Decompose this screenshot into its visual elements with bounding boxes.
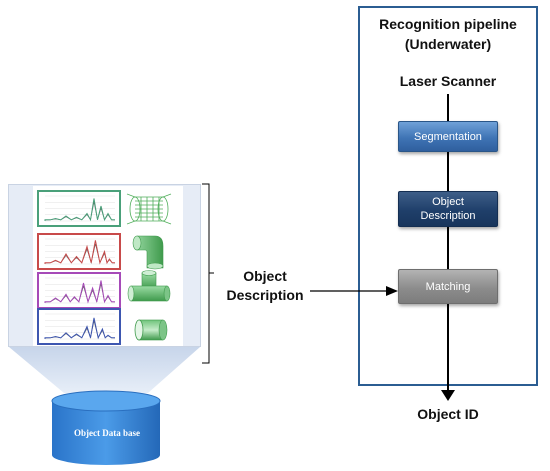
descriptor-signature-4 (37, 308, 121, 345)
bracket-icon (202, 183, 214, 364)
straight-pipe-icon (134, 319, 168, 341)
database-cylinder-icon (51, 390, 161, 465)
signature-curve (44, 198, 115, 222)
database-label: Object Data base (74, 428, 140, 438)
laser-scanner-label: Laser Scanner (399, 73, 497, 89)
arrow-right-icon (310, 286, 398, 296)
pipeline-title-line2: (Underwater) (404, 36, 492, 52)
pipe-grid-icon (126, 193, 172, 225)
stage-object-description: Object Description (398, 191, 498, 227)
pipeline-title: Recognition pipeline (Underwater) (358, 14, 538, 54)
tee-pipe-icon (127, 270, 171, 302)
connector-matching-output (447, 304, 449, 394)
object-description-line2: Description (226, 287, 304, 303)
descriptor-signature-1 (37, 190, 121, 227)
stage-description-line1: Object (432, 196, 464, 208)
stage-matching-label: Matching (425, 280, 471, 293)
arrowhead-down-icon (441, 390, 455, 401)
signature-plot-icon (44, 277, 116, 304)
stage-segmentation: Segmentation (398, 121, 498, 152)
object-description-line1: Object (243, 268, 287, 284)
descriptor-signature-2 (37, 233, 121, 270)
elbow-pipe-icon (132, 235, 164, 270)
connector-laser-segmentation (447, 94, 449, 121)
object-id-label: Object ID (417, 406, 479, 422)
stage-matching: Matching (398, 269, 498, 304)
stage-segmentation-label: Segmentation (414, 130, 482, 143)
signature-plot-icon (44, 195, 116, 222)
signature-curve (44, 240, 115, 265)
object-description-label: Object Description (220, 267, 310, 305)
stage-description-line2: Description (420, 210, 476, 222)
signature-curve (44, 280, 115, 304)
signature-plot-icon (44, 313, 116, 340)
pipeline-title-line1: Recognition pipeline (379, 16, 517, 32)
connector-description-matching (447, 227, 449, 269)
connector-segmentation-description (447, 152, 449, 191)
signature-curve (44, 317, 115, 340)
signature-plot-icon (44, 238, 116, 265)
